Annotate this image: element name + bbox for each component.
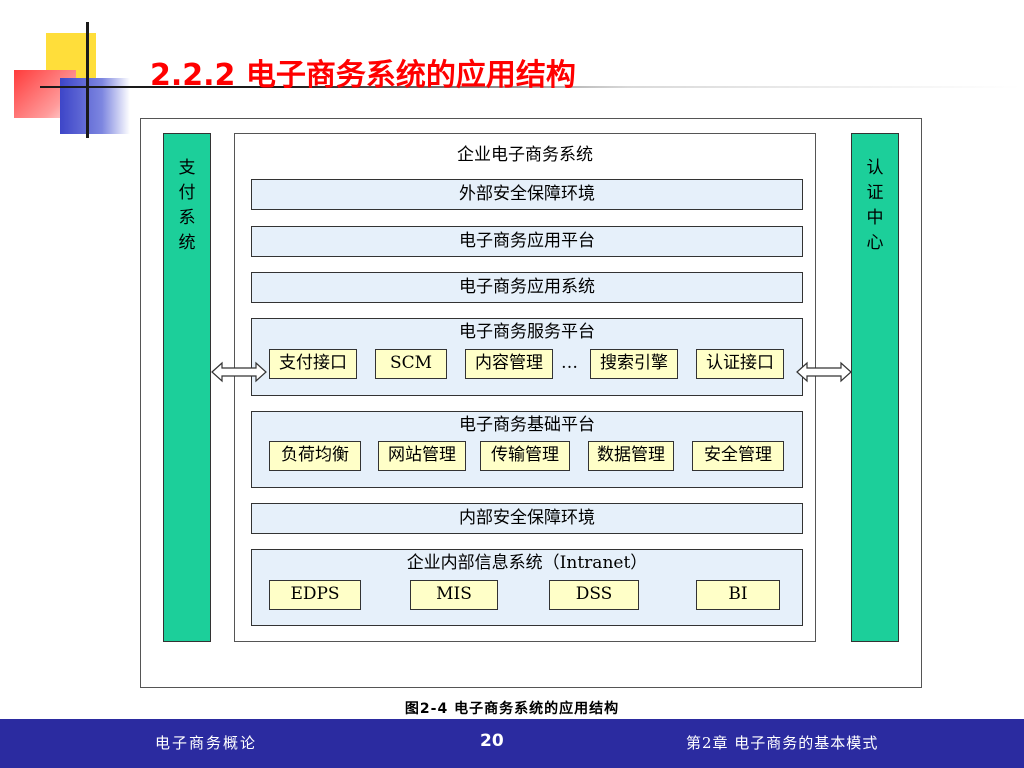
base-item: 负荷均衡 (269, 441, 361, 471)
service-ellipsis: … (561, 353, 578, 373)
footer-course-title: 电子商务概论 (155, 734, 258, 752)
base-item: 安全管理 (692, 441, 784, 471)
service-item: 搜索引擎 (590, 349, 678, 379)
payment-char: 支 (178, 158, 196, 178)
diagram-frame (140, 118, 922, 688)
decor-vertical-line (86, 22, 89, 138)
payment-char: 系 (178, 208, 196, 228)
payment-char: 付 (178, 183, 196, 203)
cert-char: 认 (866, 158, 884, 178)
base-item: 传输管理 (480, 441, 570, 471)
base-item: 网站管理 (378, 441, 466, 471)
intranet-item: EDPS (269, 580, 361, 610)
service-item: 内容管理 (465, 349, 553, 379)
base-platform-title: 电子商务基础平台 (459, 415, 595, 435)
external-security-layer: 外部安全保障环境 (251, 179, 803, 210)
figure-caption: 图2-4 电子商务系统的应用结构 (404, 701, 620, 717)
system-label: 企业电子商务系统 (457, 145, 593, 165)
footer-bar (0, 719, 1024, 768)
internal-security-layer: 内部安全保障环境 (251, 503, 803, 534)
cert-char: 心 (866, 233, 884, 253)
cert-char: 证 (866, 183, 884, 203)
intranet-item: DSS (549, 580, 639, 610)
intranet-title: 企业内部信息系统（Intranet） (406, 553, 648, 573)
footer-chapter: 第2章 电子商务的基本模式 (686, 734, 879, 752)
title-underline (40, 86, 1020, 88)
page-number: 20 (480, 731, 504, 751)
intranet-item: BI (696, 580, 780, 610)
service-item: 认证接口 (696, 349, 784, 379)
base-item: 数据管理 (588, 441, 674, 471)
enterprise-system-frame (234, 133, 816, 642)
certification-center-bar: 认 证 中 心 (851, 133, 899, 642)
payment-link-arrow (211, 361, 267, 383)
certification-link-arrow (796, 361, 852, 383)
app-platform-layer: 电子商务应用平台 (251, 226, 803, 257)
payment-system-bar: 支 付 系 统 (163, 133, 211, 642)
slide-title: 2.2.2 电子商务系统的应用结构 (150, 58, 576, 93)
app-system-layer: 电子商务应用系统 (251, 272, 803, 303)
service-item: SCM (375, 349, 447, 379)
service-item: 支付接口 (269, 349, 357, 379)
payment-char: 统 (178, 233, 196, 253)
service-platform-title: 电子商务服务平台 (459, 322, 595, 342)
intranet-item: MIS (410, 580, 498, 610)
cert-char: 中 (866, 208, 884, 228)
